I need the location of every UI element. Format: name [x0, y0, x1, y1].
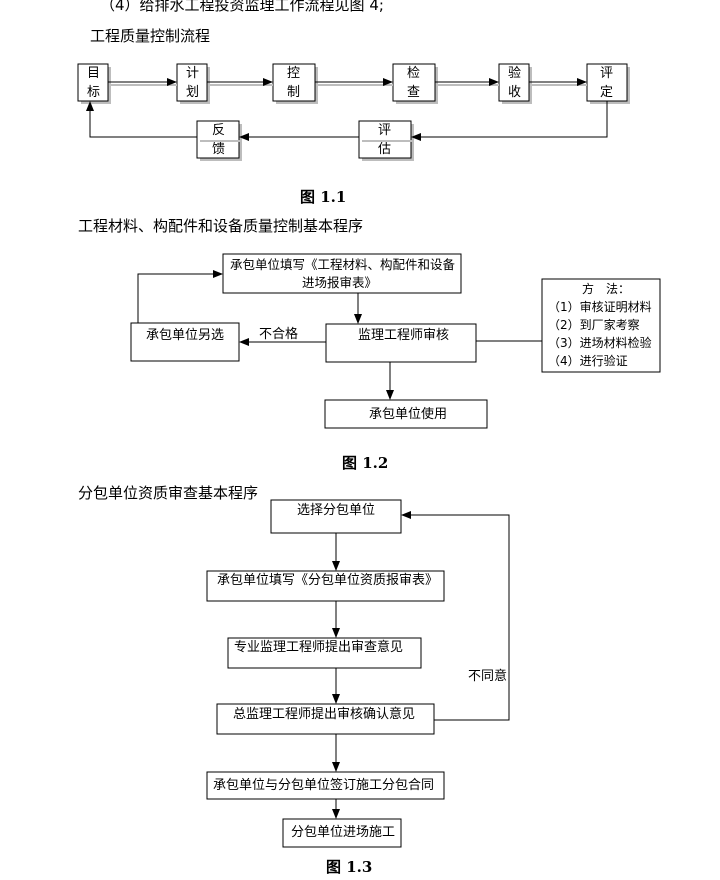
node-target-l1: 目 — [87, 66, 100, 81]
method-4: （4）进行验证 — [548, 353, 628, 368]
use-label: 承包单位使用 — [369, 406, 447, 422]
review-label: 监理工程师审核 — [358, 328, 449, 343]
fill-form-l1: 承包单位填写《工程材料、构配件和设备 — [230, 257, 456, 272]
figure-1-2: 承包单位填写《工程材料、构配件和设备 进场报审表》 监理工程师审核 承包单位另选… — [130, 253, 661, 429]
figure-1-1-caption: 图 1.1 — [300, 188, 347, 206]
node-accept — [498, 63, 530, 102]
node-feedback — [196, 120, 240, 159]
disagree-label: 不同意 — [468, 668, 507, 684]
node-accept-l1: 验 — [508, 65, 521, 81]
box-review — [325, 323, 477, 363]
arrow-reselect-fill — [137, 270, 223, 323]
section3-title: 分包单位资质审查基本程序 — [78, 484, 259, 502]
arrow-feedback-target — [86, 101, 197, 138]
step-box-4 — [216, 703, 435, 735]
step-box-3 — [227, 637, 422, 669]
node-control-l1: 控 — [287, 66, 300, 81]
node-assess — [358, 120, 412, 159]
step-4: 总监理工程师提出审核确认意见 — [233, 706, 415, 722]
step-3: 专业监理工程师提出审查意见 — [234, 639, 403, 655]
node-plan-l2: 划 — [186, 85, 199, 100]
method-2: （2）到厂家考察 — [548, 317, 640, 332]
step-2: 承包单位填写《分包单位资质报审表》 — [217, 573, 438, 588]
step-box-6 — [282, 818, 402, 848]
unqualified-label: 不合格 — [259, 326, 298, 342]
method-3: （3）进场材料检验 — [548, 335, 652, 350]
node-feedback-l2: 馈 — [212, 142, 225, 157]
node-accept-l2: 收 — [508, 85, 521, 100]
box-methods — [541, 278, 661, 373]
step-box-2 — [206, 570, 445, 602]
node-target — [77, 63, 109, 102]
step-6: 分包单位进场施工 — [291, 825, 395, 840]
node-plan — [176, 63, 208, 102]
node-rate-l1: 评 — [600, 66, 613, 81]
node-control-l2: 制 — [287, 85, 300, 100]
reselect-label: 承包单位另选 — [146, 328, 224, 343]
figure-1-3: 选择分包单位 承包单位填写《分包单位资质报审表》 专业监理工程师提出审查意见 总… — [206, 499, 510, 848]
section2-title: 工程材料、构配件和设备质量控制基本程序 — [78, 217, 364, 235]
node-feedback-l1: 反 — [212, 123, 225, 138]
box-use — [324, 399, 488, 429]
node-plan-l1: 计 — [186, 66, 199, 81]
arrow-shadow — [111, 84, 587, 142]
figure-1-1: 目 标 计 划 控 制 检 查 验 收 评 定 反 馈 评 估 — [77, 63, 630, 161]
node-target-l2: 标 — [87, 85, 100, 100]
fill-form-l2: 进场报审表》 — [302, 275, 377, 290]
step-1: 选择分包单位 — [297, 503, 375, 518]
figure-1-3-caption: 图 1.3 — [326, 858, 373, 876]
node-control — [272, 63, 316, 102]
node-inspect-l2: 查 — [407, 85, 420, 100]
node-rate — [586, 63, 628, 102]
arrow-rate-assess — [411, 101, 608, 141]
method-1: （1）审核证明材料 — [548, 299, 652, 314]
section1-title: 工程质量控制流程 — [90, 27, 211, 45]
top-line: （4）给排水工程投资监理工作流程见图 4; — [100, 0, 384, 14]
node-assess-l1: 评 — [378, 123, 391, 138]
node-assess-l2: 估 — [378, 142, 391, 157]
arrow-disagree-loop — [401, 511, 510, 721]
node-rate-l2: 定 — [600, 85, 613, 100]
figure-1-2-caption: 图 1.2 — [342, 454, 389, 472]
box-fill-form — [222, 253, 462, 294]
node-inspect-l1: 检 — [407, 66, 420, 81]
methods-title: 方 法： — [582, 281, 630, 296]
step-5: 承包单位与分包单位签订施工分包合同 — [213, 777, 434, 793]
step-box-5 — [206, 771, 445, 800]
